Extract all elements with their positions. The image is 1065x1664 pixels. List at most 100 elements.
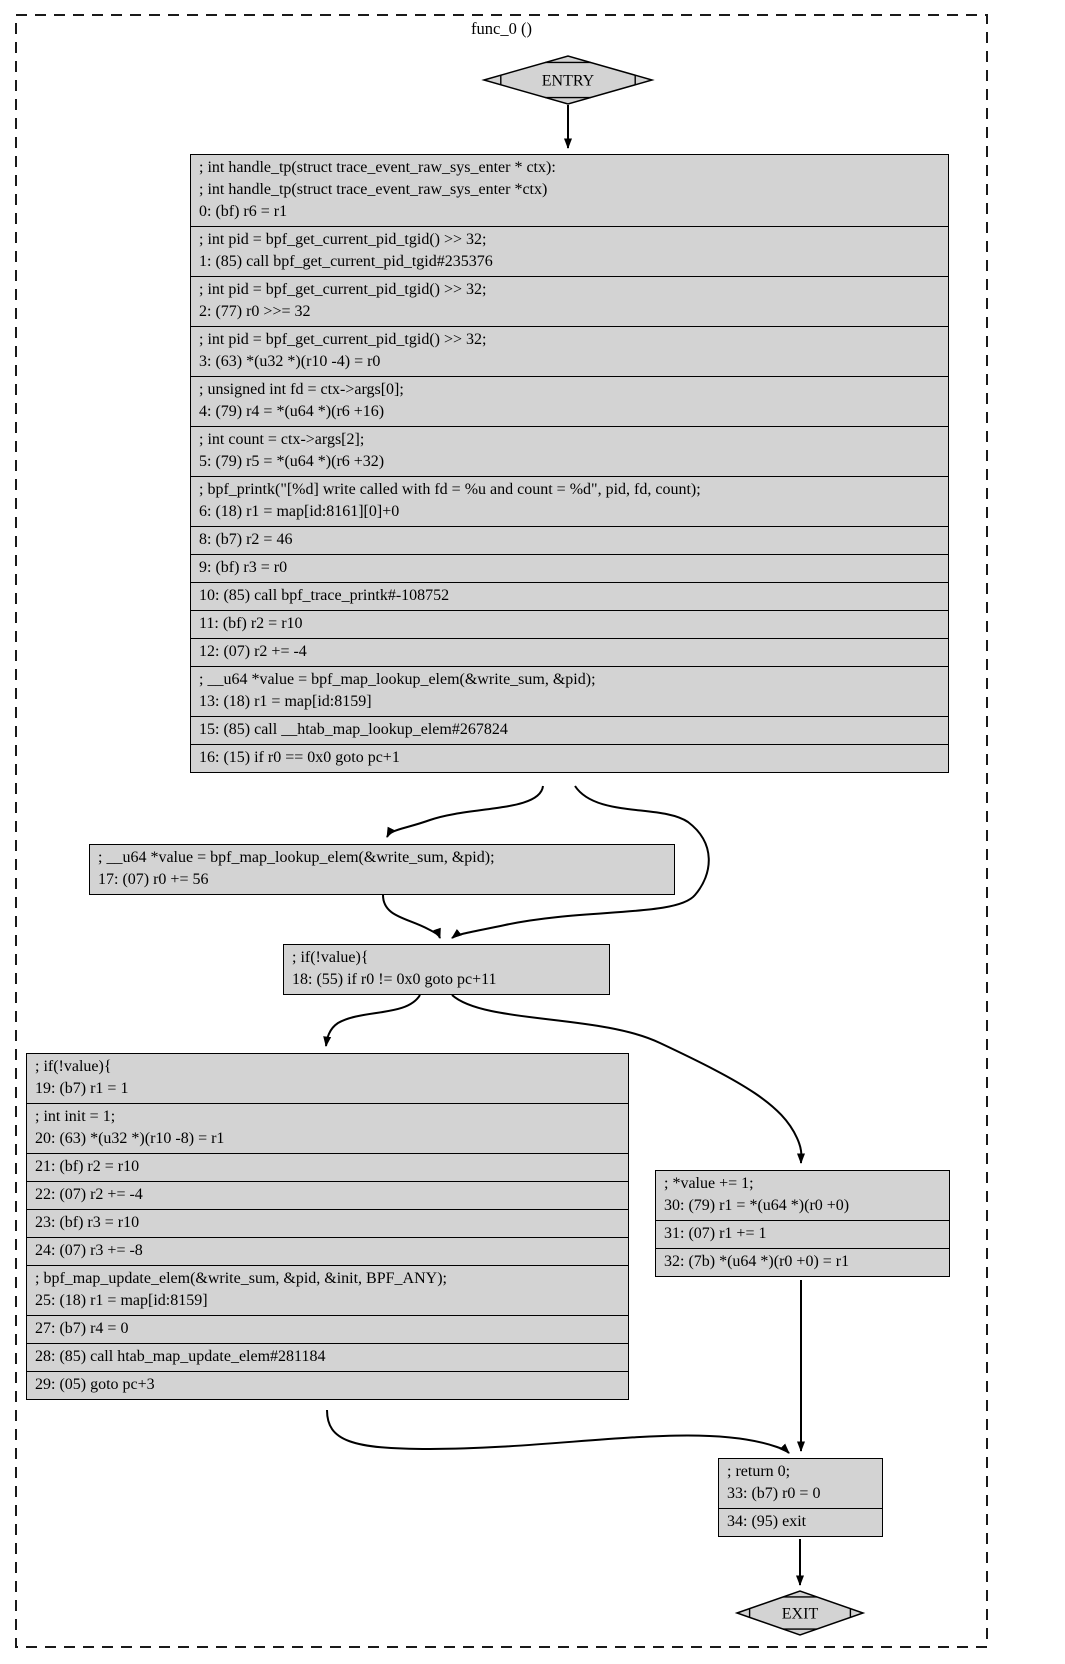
instruction-line: 13: (18) r1 = map[id:8159] (199, 693, 372, 710)
block-19-row-0: ; if(!value){19: (b7) r1 = 1 (27, 1054, 628, 1103)
block-17-row-0: ; __u64 *value = bpf_map_lookup_elem(&wr… (90, 845, 674, 894)
instruction-line: 21: (bf) r2 = r10 (35, 1158, 140, 1175)
instruction-line: 24: (07) r3 += -8 (35, 1242, 143, 1259)
edge-block-18-to-block-30 (451, 994, 806, 1164)
instruction-line: 5: (79) r5 = *(u64 *)(r6 +32) (199, 453, 385, 470)
instruction-line: 3: (63) *(u32 *)(r10 -4) = r0 (199, 353, 381, 370)
instruction-line: ; int init = 1; (35, 1108, 116, 1125)
instruction-line: ; bpf_map_update_elem(&write_sum, &pid, … (35, 1270, 447, 1287)
block-0-row-5: ; int count = ctx->args[2]; 5: (79) r5 = … (191, 426, 948, 476)
instruction-line: 30: (79) r1 = *(u64 *)(r0 +0) (664, 1197, 850, 1214)
instruction-line: 2: (77) r0 >>= 32 (199, 303, 311, 320)
instruction-line: 16: (15) if r0 == 0x0 goto pc+1 (199, 749, 400, 766)
instruction-line: ; return 0; (727, 1463, 791, 1480)
block-0-row-11: 12: (07) r2 += -4 (191, 638, 948, 666)
block-0-row-2: ; int pid = bpf_get_current_pid_tgid() >… (191, 276, 948, 326)
block-18-row-0: ; if(!value){ 18: (55) if r0 != 0x0 goto … (284, 945, 609, 994)
instruction-line: ; if(!value){ (292, 949, 369, 966)
edge-block-18-to-block-19 (323, 994, 421, 1047)
block-30-row-0: ; *value += 1; 30: (79) r1 = *(u64 *)(r0 … (656, 1171, 949, 1220)
instruction-line: 33: (b7) r0 = 0 (727, 1485, 821, 1502)
block-17: ; __u64 *value = bpf_map_lookup_elem(&wr… (89, 844, 675, 895)
instruction-line: 27: (b7) r4 = 0 (35, 1320, 129, 1337)
block-0-row-8: 9: (bf) r3 = r0 (191, 554, 948, 582)
instruction-line: ; unsigned int fd = ctx->args[0]; (199, 381, 404, 398)
instruction-line: 15: (85) call __htab_map_lookup_elem#267… (199, 721, 508, 738)
instruction-line: 1: (85) call bpf_get_current_pid_tgid#23… (199, 253, 493, 270)
block-30-row-1: 31: (07) r1 += 1 (656, 1220, 949, 1248)
block-19-row-7: 27: (b7) r4 = 0 (27, 1315, 628, 1343)
instruction-line: ; if(!value){ (35, 1058, 112, 1075)
instruction-line: ; int pid = bpf_get_current_pid_tgid() >… (199, 231, 487, 248)
block-0-row-12: ; __u64 *value = bpf_map_lookup_elem(&wr… (191, 666, 948, 716)
instruction-line: ; int handle_tp(struct trace_event_raw_s… (199, 181, 548, 198)
instruction-line: 32: (7b) *(u64 *)(r0 +0) = r1 (664, 1253, 850, 1270)
instruction-line: 4: (79) r4 = *(u64 *)(r6 +16) (199, 403, 385, 420)
exit-label: EXIT (782, 1606, 819, 1623)
instruction-line: 34: (95) exit (727, 1513, 807, 1530)
block-0-row-4: ; unsigned int fd = ctx->args[0]; 4: (79)… (191, 376, 948, 426)
block-0-row-9: 10: (85) call bpf_trace_printk#-108752 (191, 582, 948, 610)
block-0-row-3: ; int pid = bpf_get_current_pid_tgid() >… (191, 326, 948, 376)
instruction-line: 10: (85) call bpf_trace_printk#-108752 (199, 587, 450, 604)
block-19-row-1: ; int init = 1; 20: (63) *(u32 *)(r10 -8)… (27, 1103, 628, 1153)
instruction-line: ; int handle_tp(struct trace_event_raw_s… (199, 159, 556, 176)
instruction-line: 28: (85) call htab_map_update_elem#28118… (35, 1348, 326, 1365)
instruction-line: 6: (18) r1 = map[id:8161][0]+0 (199, 503, 400, 520)
block-33-row-0: ; return 0; 33: (b7) r0 = 0 (719, 1459, 882, 1508)
node-exit: EXIT (734, 1590, 866, 1636)
block-19-row-4: 23: (bf) r3 = r10 (27, 1209, 628, 1237)
instruction-line: 18: (55) if r0 != 0x0 goto pc+11 (292, 971, 497, 988)
block-19: ; if(!value){19: (b7) r1 = 1; int init =… (26, 1053, 629, 1400)
instruction-line: ; bpf_printk("[%d] write called with fd … (199, 481, 701, 498)
instruction-line: 9: (bf) r3 = r0 (199, 559, 288, 576)
edge-block-17-to-block-18 (382, 894, 441, 939)
entry-diamond-shape (481, 55, 655, 105)
block-18: ; if(!value){ 18: (55) if r0 != 0x0 goto … (283, 944, 610, 995)
block-0: ; int handle_tp(struct trace_event_raw_s… (190, 154, 949, 773)
block-0-row-6: ; bpf_printk("[%d] write called with fd … (191, 476, 948, 526)
instruction-line: 25: (18) r1 = map[id:8159] (35, 1292, 208, 1309)
instruction-line: 11: (bf) r2 = r10 (199, 615, 303, 632)
instruction-line: 22: (07) r2 += -4 (35, 1186, 143, 1203)
block-19-row-2: 21: (bf) r2 = r10 (27, 1153, 628, 1181)
block-0-row-14: 16: (15) if r0 == 0x0 goto pc+1 (191, 744, 948, 772)
block-19-row-9: 29: (05) goto pc+3 (27, 1371, 628, 1399)
instruction-line: ; __u64 *value = bpf_map_lookup_elem(&wr… (199, 671, 596, 688)
block-0-row-1: ; int pid = bpf_get_current_pid_tgid() >… (191, 226, 948, 276)
instruction-line: 0: (bf) r6 = r1 (199, 203, 288, 220)
instruction-line: 12: (07) r2 += -4 (199, 643, 307, 660)
block-19-row-8: 28: (85) call htab_map_update_elem#28118… (27, 1343, 628, 1371)
block-33: ; return 0; 33: (b7) r0 = 0 34: (95) exit (718, 1458, 883, 1537)
block-0-row-0: ; int handle_tp(struct trace_event_raw_s… (191, 155, 948, 226)
instruction-line: 17: (07) r0 += 56 (98, 871, 209, 888)
block-30-row-2: 32: (7b) *(u64 *)(r0 +0) = r1 (656, 1248, 949, 1276)
instruction-line: ; *value += 1; (664, 1175, 754, 1192)
exit-diamond-shape (734, 1590, 866, 1636)
block-0-row-13: 15: (85) call __htab_map_lookup_elem#267… (191, 716, 948, 744)
block-19-row-6: ; bpf_map_update_elem(&write_sum, &pid, … (27, 1265, 628, 1315)
instruction-line: 8: (b7) r2 = 46 (199, 531, 293, 548)
instruction-line: 23: (bf) r3 = r10 (35, 1214, 140, 1231)
block-19-row-3: 22: (07) r2 += -4 (27, 1181, 628, 1209)
instruction-line: ; int pid = bpf_get_current_pid_tgid() >… (199, 281, 487, 298)
instruction-line: 29: (05) goto pc+3 (35, 1376, 155, 1393)
block-19-row-5: 24: (07) r3 += -8 (27, 1237, 628, 1265)
edge-block-0-to-block-18 (451, 785, 710, 939)
function-title: func_0 () (471, 19, 532, 38)
block-0-row-10: 11: (bf) r2 = r10 (191, 610, 948, 638)
instruction-line: 31: (07) r1 += 1 (664, 1225, 767, 1242)
instruction-line: ; int count = ctx->args[2]; (199, 431, 365, 448)
edge-block-19-to-block-33 (326, 1409, 790, 1454)
instruction-line: 20: (63) *(u32 *)(r10 -8) = r1 (35, 1130, 225, 1147)
block-0-row-7: 8: (b7) r2 = 46 (191, 526, 948, 554)
block-33-row-1: 34: (95) exit (719, 1508, 882, 1536)
instruction-line: ; __u64 *value = bpf_map_lookup_elem(&wr… (98, 849, 495, 866)
instruction-line: ; int pid = bpf_get_current_pid_tgid() >… (199, 331, 487, 348)
block-30: ; *value += 1; 30: (79) r1 = *(u64 *)(r0 … (655, 1170, 950, 1277)
cluster-border (15, 14, 988, 1648)
entry-label: ENTRY (542, 73, 595, 90)
node-entry: ENTRY (481, 55, 655, 105)
edge-block-0-to-block-17 (386, 785, 544, 838)
